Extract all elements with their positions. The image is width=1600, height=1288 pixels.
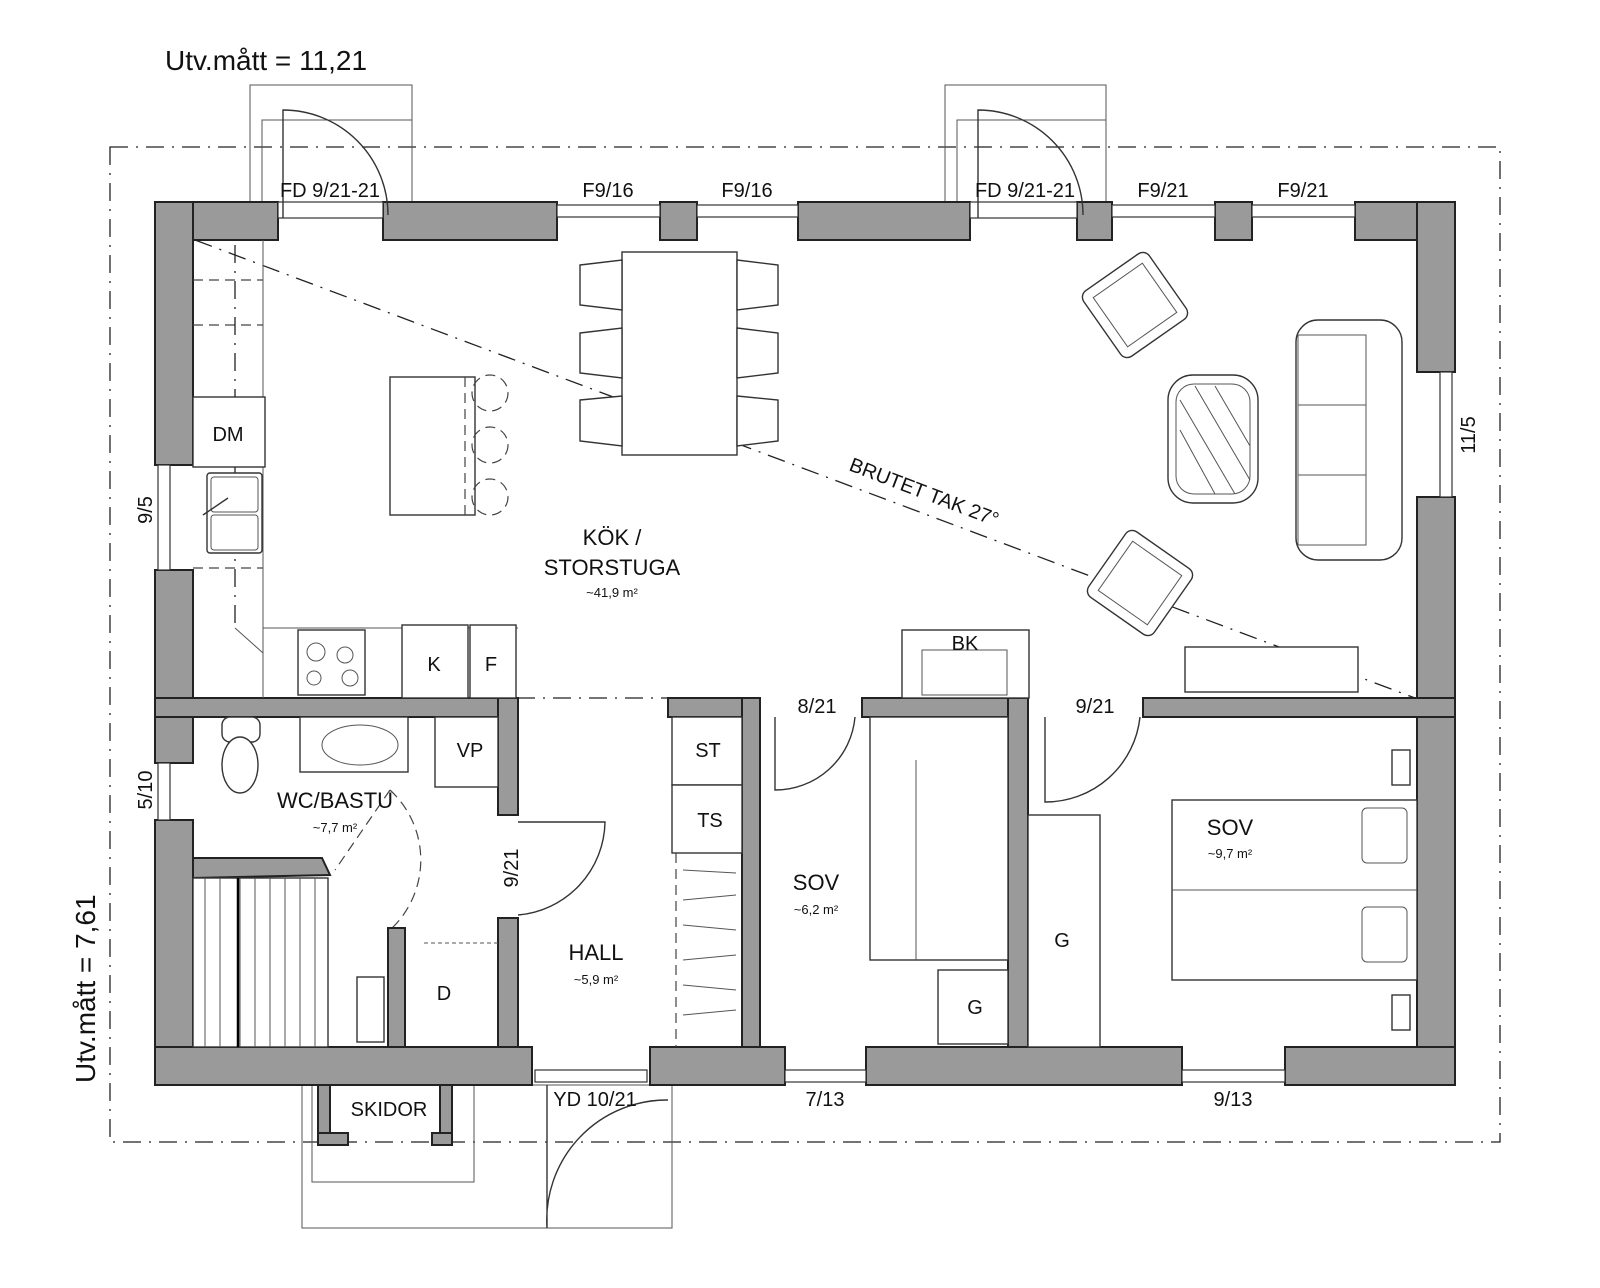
roof-outline [109, 146, 1501, 1143]
sofa [1295, 319, 1403, 561]
washbasin [299, 716, 409, 773]
roof-break-line [194, 239, 1416, 699]
opening-label: 8/21 [798, 696, 837, 718]
width-dimension-label: Utv.mått = 11,21 [165, 45, 367, 76]
room-name: SOV [1207, 815, 1254, 840]
opening-label: 5/10 [135, 771, 157, 810]
room-area: ~41,9 m² [586, 585, 638, 600]
sink [202, 472, 263, 554]
dishwasher [192, 396, 266, 468]
opening-label: 9/13 [1214, 1089, 1253, 1111]
opening-label: F9/21 [1137, 180, 1188, 202]
interior-walls [154, 697, 1456, 1048]
opening-label: 9/21 [1076, 696, 1115, 718]
depth-dimension-label: Utv.mått = 7,61 [70, 894, 101, 1083]
opening-label: F9/21 [1277, 180, 1328, 202]
opening-label: 9/21 [501, 849, 523, 888]
kitchen-island [389, 374, 509, 516]
bunk-bed [869, 716, 1009, 1045]
wardrobe [1027, 814, 1101, 1048]
opening-label: 11/5 [1458, 416, 1480, 453]
opening-label: FD 9/21-21 [280, 180, 380, 202]
opening-label: F9/16 [721, 180, 772, 202]
nightstand [1391, 749, 1411, 786]
hall-wardrobes [671, 716, 743, 1047]
nightstand [1391, 994, 1411, 1031]
fixture-label: D [437, 983, 451, 1005]
armchair-top [1081, 251, 1189, 359]
fixture-label: G [1054, 930, 1070, 952]
toilet [221, 716, 261, 794]
opening-label: FD 9/21-21 [975, 180, 1075, 202]
fixture-label: F [485, 654, 497, 676]
fixture-label: K [427, 654, 441, 676]
room-name: WC/BASTU [277, 788, 393, 813]
room-name: KÖK / [583, 525, 643, 550]
porch-top-left [249, 84, 413, 202]
water-heater [434, 716, 499, 788]
dining-table [579, 251, 779, 456]
opening-label: 7/13 [806, 1089, 845, 1111]
fixture-label: BK [952, 633, 979, 655]
room-name: STORSTUGA [544, 555, 681, 580]
fridge [401, 624, 469, 699]
room-area: ~9,7 m² [1208, 846, 1253, 861]
porch-top-right [944, 84, 1107, 202]
armchair-bottom [1086, 529, 1194, 637]
fixture-label: VP [457, 740, 484, 762]
fixture-label: TS [697, 810, 723, 832]
room-name: SOV [793, 870, 840, 895]
stove [297, 629, 366, 696]
opening-label: F9/16 [582, 180, 633, 202]
fixture-label: G [967, 997, 983, 1019]
room-area: ~6,2 m² [794, 902, 839, 917]
exterior-walls [154, 201, 1456, 1146]
freezer [469, 624, 517, 699]
windows [157, 201, 1453, 1083]
coffee-table [1167, 374, 1259, 504]
double-bed [1171, 799, 1418, 981]
room-name: HALL [568, 940, 623, 965]
tv-bench [1184, 646, 1359, 693]
opening-label: YD 10/21 [553, 1089, 636, 1111]
door-swings [282, 109, 1141, 1229]
sauna-stove [356, 976, 385, 1043]
fixture-label: DM [212, 424, 243, 446]
opening-label: 9/5 [135, 496, 157, 524]
room-area: ~7,7 m² [313, 820, 358, 835]
sauna-bench [192, 877, 329, 1048]
fixture-label: SKIDOR [351, 1099, 428, 1121]
room-area: ~5,9 m² [574, 972, 619, 987]
fireplace [901, 629, 1030, 699]
fixture-label: ST [695, 740, 721, 762]
